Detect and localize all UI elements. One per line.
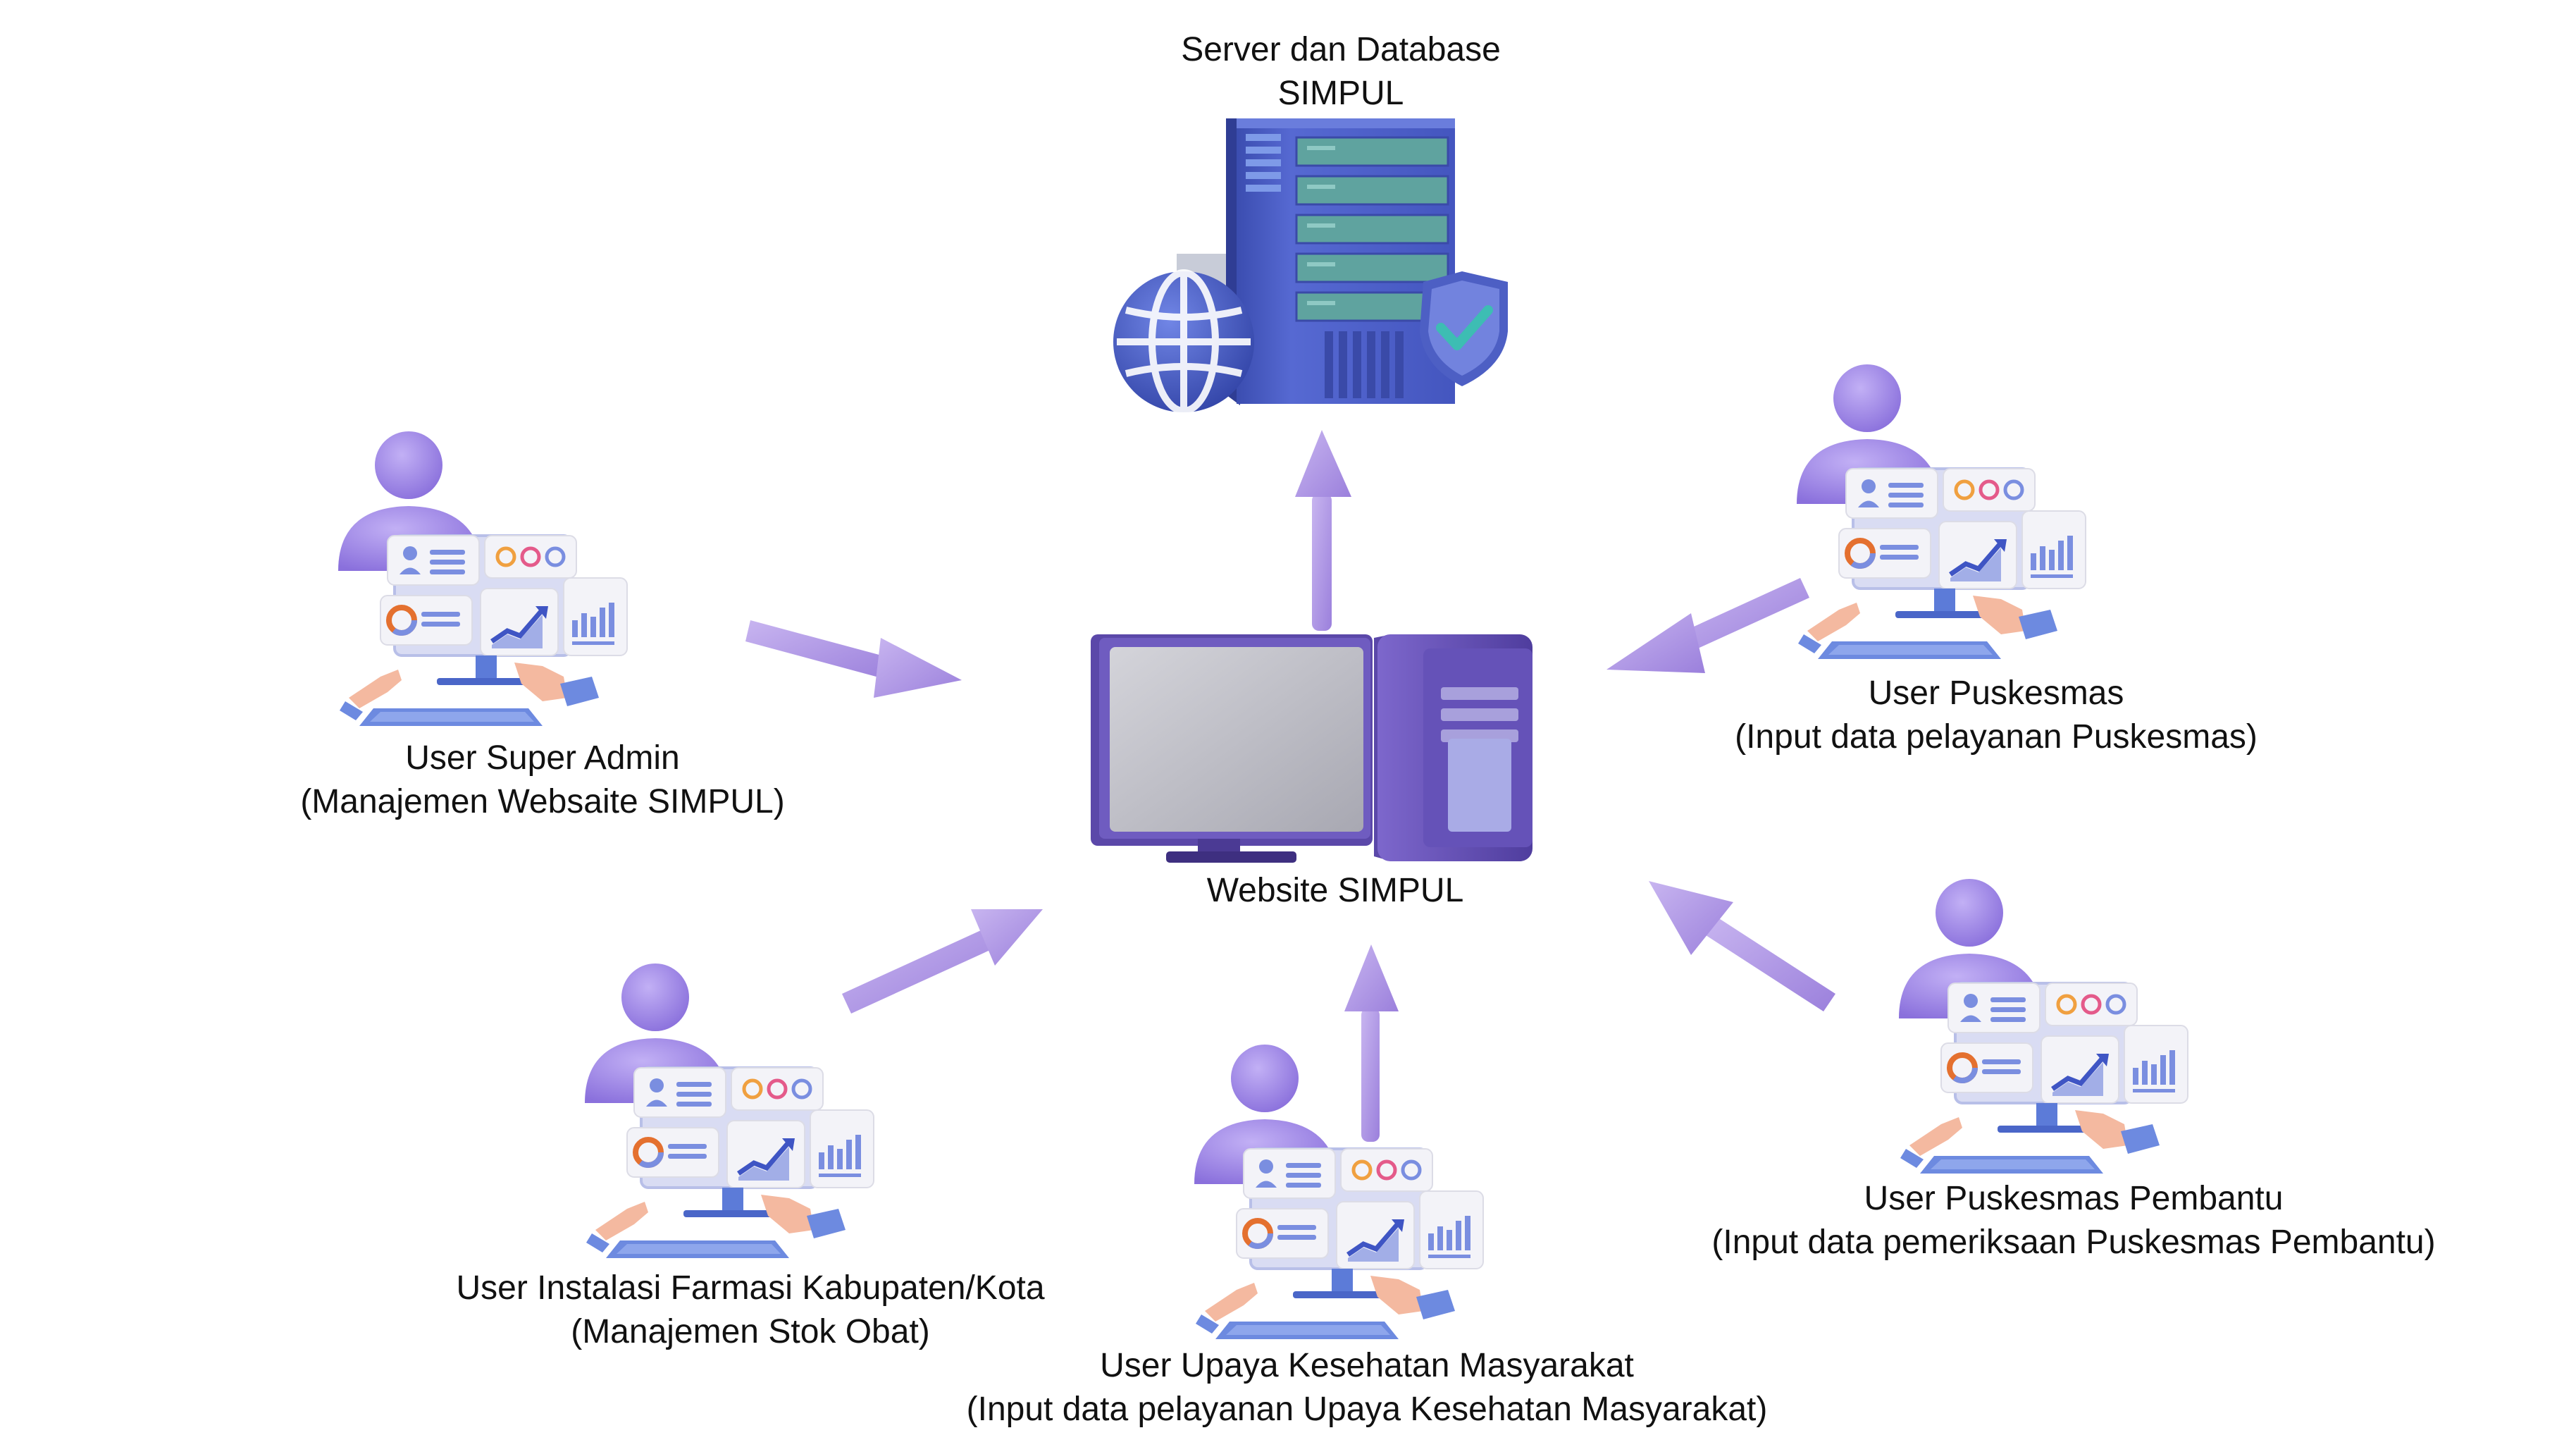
arrow-pembantu-to-website <box>1649 881 1835 1011</box>
super-admin-subtitle: (Manajemen Websaite SIMPUL) <box>300 783 785 820</box>
arrow-ukm-to-website <box>1344 944 1399 1142</box>
arrow-farmasi-to-website <box>842 909 1043 1014</box>
server-database-icon <box>1113 118 1508 414</box>
pembantu-title: User Puskesmas Pembantu <box>1864 1180 2284 1217</box>
ukm-title: User Upaya Kesehatan Masyarakat <box>1100 1347 1634 1384</box>
farmasi-title: User Instalasi Farmasi Kabupaten/Kota <box>456 1269 1045 1307</box>
server-label-line2: SIMPUL <box>1277 75 1404 112</box>
server-label-line1: Server dan Database <box>1181 31 1501 68</box>
super-admin-title: User Super Admin <box>405 739 680 777</box>
farmasi-user-icon <box>585 963 874 1258</box>
super-admin-user-icon <box>338 431 627 726</box>
arrow-puskesmas-to-website <box>1606 578 1809 673</box>
ukm-user-icon <box>1194 1045 1483 1339</box>
arrow-website-to-server <box>1295 430 1351 631</box>
pembantu-user-icon <box>1899 879 2188 1174</box>
arrow-superadmin-to-website <box>745 620 962 698</box>
ukm-label: User Upaya Kesehatan Masyarakat (Input d… <box>967 1344 1768 1431</box>
puskesmas-label: User Puskesmas (Input data pelayanan Pus… <box>1735 672 2258 759</box>
puskesmas-subtitle: (Input data pelayanan Puskesmas) <box>1735 718 2258 756</box>
farmasi-label: User Instalasi Farmasi Kabupaten/Kota (M… <box>456 1267 1044 1354</box>
website-label-text: Website SIMPUL <box>1206 872 1464 909</box>
puskesmas-title: User Puskesmas <box>1868 675 2124 712</box>
ukm-subtitle: (Input data pelayanan Upaya Kesehatan Ma… <box>966 1391 1768 1428</box>
pembantu-subtitle: (Input data pemeriksaan Puskesmas Pemban… <box>1711 1224 2436 1261</box>
pembantu-label: User Puskesmas Pembantu (Input data peme… <box>1711 1177 2435 1264</box>
website-label: Website SIMPUL <box>1207 869 1464 913</box>
website-computer-icon <box>1091 634 1532 863</box>
farmasi-subtitle: (Manajemen Stok Obat) <box>571 1313 930 1350</box>
server-label: Server dan Database SIMPUL <box>1181 28 1501 116</box>
super-admin-label: User Super Admin (Manajemen Websaite SIM… <box>300 737 784 824</box>
puskesmas-user-icon <box>1797 364 2086 659</box>
